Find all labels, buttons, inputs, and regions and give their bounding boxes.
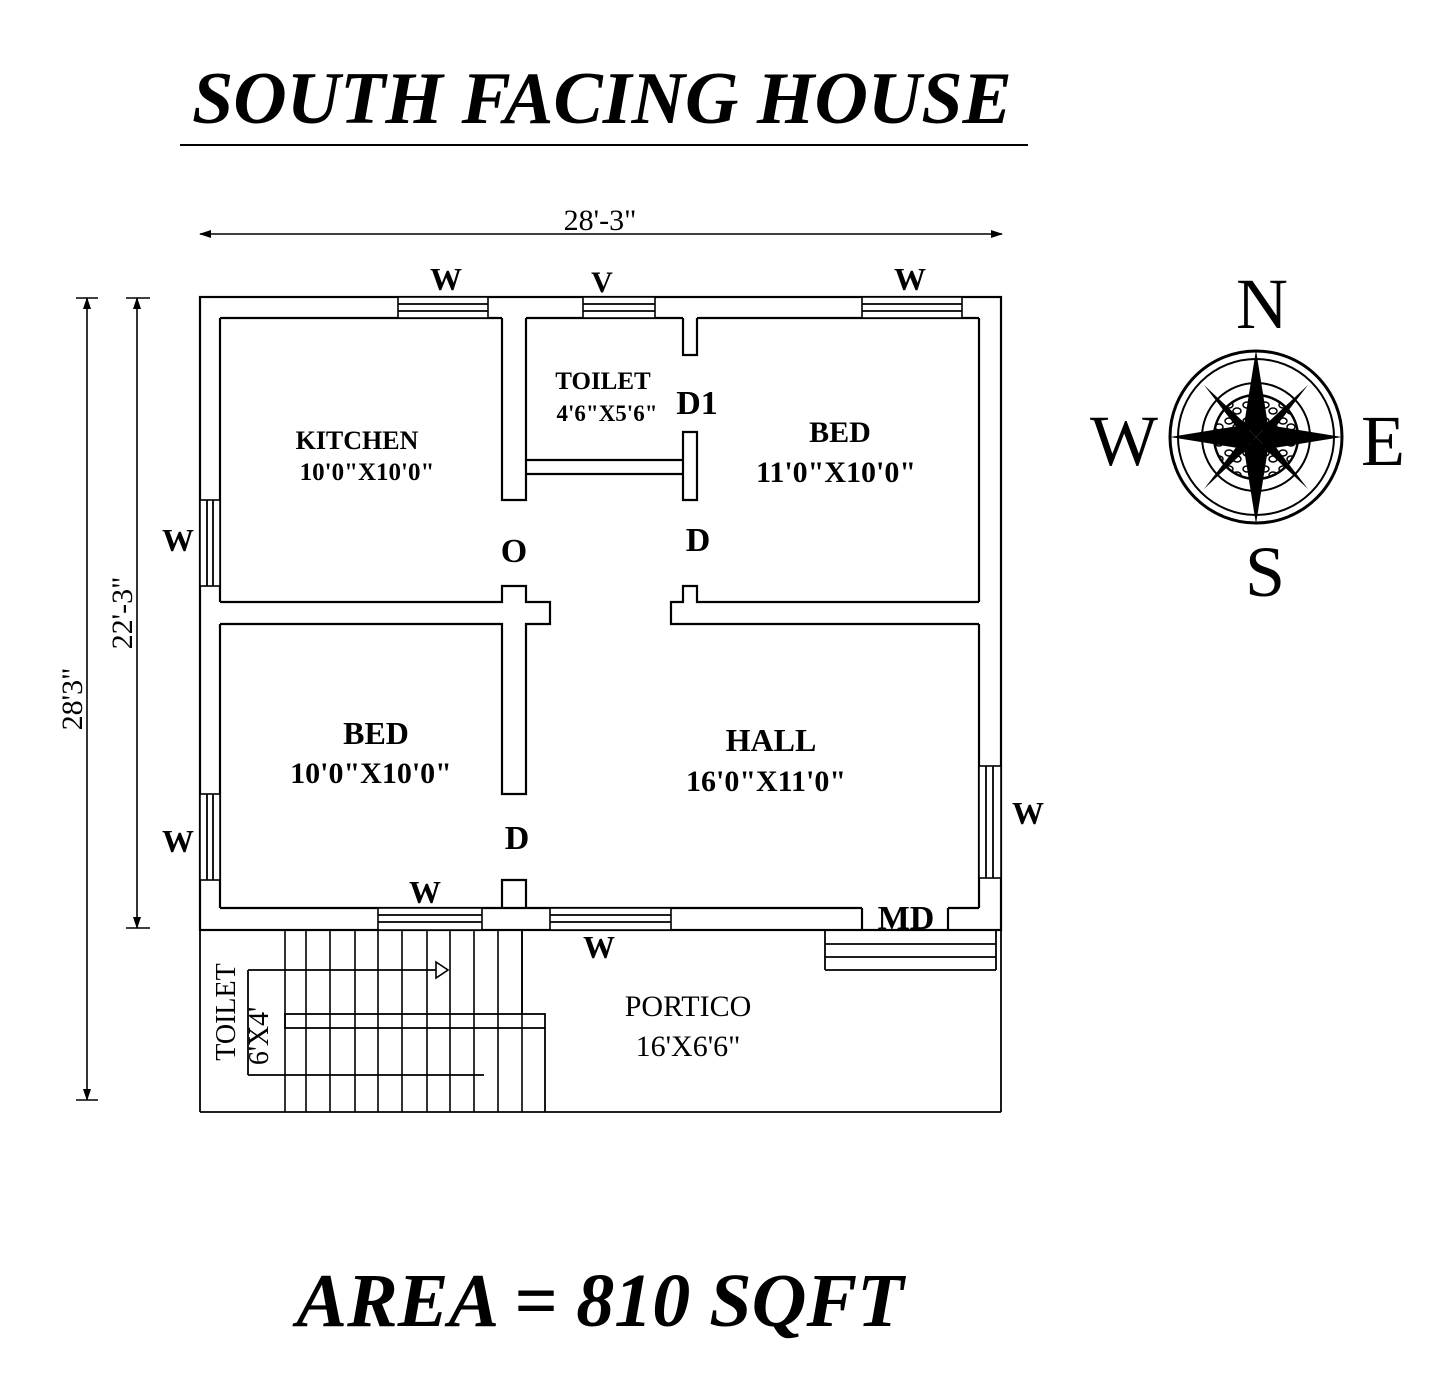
window-label-bed-top: W [894, 261, 926, 297]
ventilator-label: V [591, 266, 613, 299]
left-inner-dimension-label: 22'-3" [106, 577, 139, 650]
hall-size: 16'0"X11'0" [686, 765, 846, 798]
ventilator-toilet-top [582, 296, 656, 319]
portico-area [199, 930, 1002, 1113]
left-inner-dimension: 22'-3" [106, 297, 150, 929]
window-kitchen-left [199, 499, 221, 587]
portico-size: 16'X6'6" [636, 1030, 741, 1063]
toilet-bottom-label: TOILET [211, 963, 242, 1060]
kitchen-size: 10'0"X10'0" [300, 459, 435, 486]
window-label-bed-left: W [162, 823, 194, 859]
interior-walls [220, 318, 979, 930]
bed-top-size: 11'0"X10'0" [756, 456, 916, 489]
top-dimension-label: 28'-3" [564, 204, 637, 237]
page-title: SOUTH FACING HOUSE [192, 58, 1012, 140]
compass-north: N [1236, 264, 1288, 344]
window-hall-right [978, 765, 1002, 879]
window-label-bed-bottom: W [409, 874, 441, 910]
window-label-kitchen-top: W [430, 261, 462, 297]
window-bed-left [199, 793, 221, 881]
staircase [247, 930, 546, 1112]
window-label-hall-right: W [1012, 795, 1044, 831]
compass-west: W [1090, 401, 1158, 481]
bed-bottom-label: BED [343, 715, 409, 751]
opening-labels: W V W W W W W W D1 D O D MD [162, 261, 1044, 965]
window-label-kitchen-left: W [162, 522, 194, 558]
toilet-top-size: 4'6"X5'6" [557, 401, 658, 426]
window-bed-bottom [377, 907, 483, 931]
windows [199, 296, 1002, 931]
room-labels: KITCHEN 10'0"X10'0" TOILET 4'6"X5'6" BED… [211, 368, 916, 1065]
window-kitchen-top [397, 296, 489, 319]
bed-top-label: BED [809, 416, 871, 449]
compass-east: E [1361, 401, 1405, 481]
window-label-hall-bottom: W [583, 929, 615, 965]
compass-south: S [1245, 532, 1285, 612]
left-outer-dimension-label: 28'3" [56, 668, 89, 731]
toilet-bottom-size: 6'X4' [244, 1007, 275, 1065]
door-label-bed-top: D [686, 522, 711, 559]
opening-label-kitchen: O [501, 533, 527, 570]
toilet-top-label: TOILET [555, 368, 651, 395]
left-outer-dimension: 28'3" [56, 297, 98, 1101]
hall-label: HALL [726, 722, 817, 758]
kitchen-label: KITCHEN [296, 426, 419, 455]
door-label-bed-bottom: D [505, 820, 530, 857]
window-hall-bottom [549, 907, 672, 931]
door-label-toilet: D1 [676, 385, 718, 422]
compass: N S W E [1090, 264, 1405, 612]
main-door-label: MD [878, 900, 935, 937]
portico-label: PORTICO [625, 990, 752, 1023]
bed-bottom-size: 10'0"X10'0" [290, 757, 452, 790]
area-label: AREA = 810 SQFT [292, 1259, 906, 1343]
top-dimension: 28'-3" [199, 204, 1003, 238]
window-bed-top [861, 296, 963, 319]
compass-rose-icon [1168, 349, 1344, 525]
